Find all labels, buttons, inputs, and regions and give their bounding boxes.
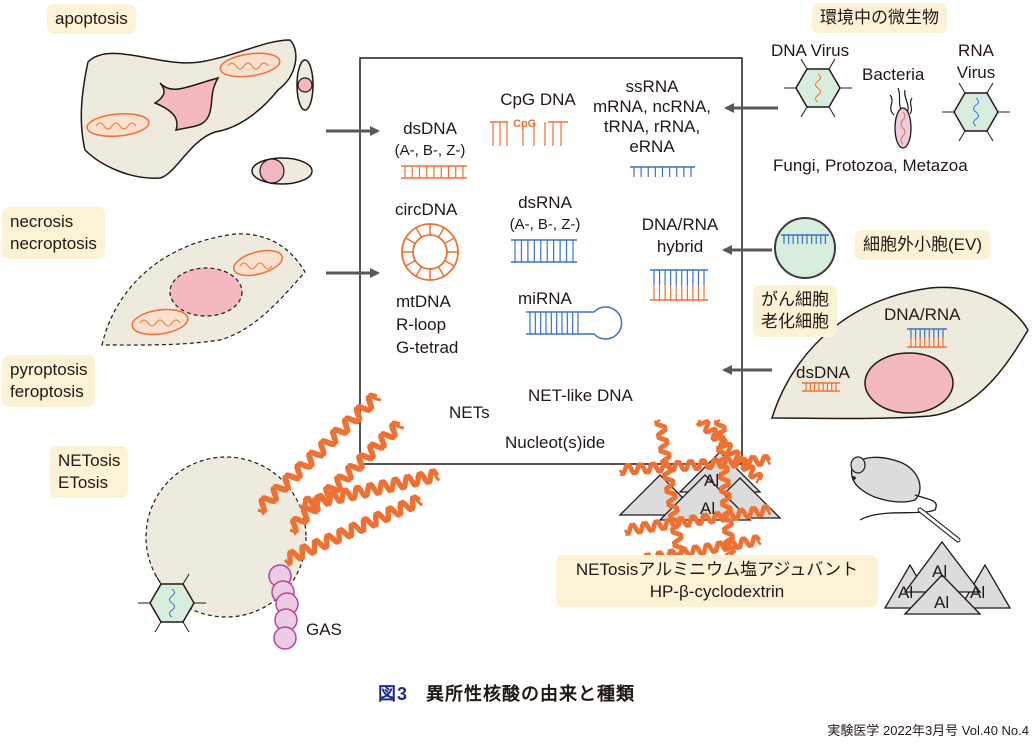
cell-dsdna-molecule: [802, 382, 840, 392]
al-label: Al: [700, 499, 716, 518]
cpg-dna-molecule: [490, 121, 568, 146]
fungi-label: Fungi, Protozoa, Metazoa: [773, 156, 968, 175]
bacteria-icon: [889, 87, 913, 149]
tag-apoptosis: apoptosis: [47, 4, 136, 34]
net-like-dna-label: NET-like DNA: [528, 386, 633, 405]
dna-helix: [653, 418, 686, 557]
tag-netosis: NETosis ETosis: [50, 446, 129, 498]
al-label: Al: [704, 471, 720, 490]
mitochondrion: [131, 308, 189, 336]
figure-number: 図3: [378, 684, 409, 704]
mirna-label: miRNA: [518, 289, 572, 308]
dna-virus-icon: [784, 58, 852, 118]
hybrid-label: DNA/RNA hybrid: [641, 215, 719, 256]
dna-helix: [283, 494, 424, 567]
arrows: [326, 103, 778, 375]
dna-virus-label: DNA Virus: [771, 41, 850, 60]
apoptotic-cell-illustration: [80, 39, 314, 185]
circdna-label: circDNA: [395, 200, 458, 219]
cell-dna-rna-molecule: [907, 328, 947, 348]
circdna-molecule: [401, 223, 459, 281]
ssrna-molecule: [630, 166, 695, 177]
central-box: [359, 57, 743, 465]
al-label: Al: [934, 593, 950, 612]
dna-helix: [713, 418, 737, 557]
cpg-dna-label: CpG DNA: [500, 90, 576, 109]
al-label: Al: [970, 583, 986, 602]
ssrna-label: ssRNA mRNA, ncRNA, tRNA, rRNA, eRNA: [592, 77, 712, 156]
dna-helix: [257, 392, 382, 516]
mitochondrion: [219, 52, 281, 78]
cell-dsdna-label: dsDNA: [796, 363, 850, 382]
tag-pyroptosis: pyroptosis feroptosis: [2, 355, 96, 407]
mitochondrion: [86, 112, 150, 138]
cpg-motif-label: CpG: [513, 118, 537, 130]
mitochondrion: [232, 249, 284, 277]
virus-icon: [138, 573, 206, 633]
dna-helix: [298, 468, 441, 513]
nucleotide-label: Nucleot(s)ide: [505, 433, 606, 452]
aluminum-adjuvant-cluster: [618, 418, 782, 567]
gas-bacteria-chain: [268, 564, 299, 650]
al-label: Al: [932, 562, 948, 581]
figure-caption: 図3 異所性核酸の由来と種類: [378, 680, 635, 706]
dna-rna-hybrid-molecule: [650, 269, 708, 301]
source-citation: 実験医学 2022年3月号 Vol.40 No.4: [827, 723, 1029, 738]
tag-environmental-microbes: 環境中の微生物: [812, 3, 947, 33]
dna-helix: [623, 504, 772, 537]
bacteria-label: Bacteria: [862, 65, 925, 84]
aluminum-pyramids: [883, 540, 1012, 615]
dsdna-molecule: [401, 165, 467, 179]
tag-necrosis: necrosis necroptosis: [2, 207, 105, 259]
nucleus: [864, 352, 954, 414]
dsrna-label: dsRNA (A-, B-, Z-): [509, 193, 581, 233]
tag-cancer-senescent-cells: がん細胞 老化細胞: [753, 285, 837, 337]
extracellular-vesicle-icon: [774, 217, 836, 279]
nets-label: NETs: [449, 403, 490, 422]
nucleus-fragmented: [153, 76, 220, 132]
nucleic-acid-molecules: [401, 121, 708, 340]
dna-helix: [695, 419, 764, 484]
rna-virus-icon: [942, 82, 1010, 142]
dna-helix: [618, 453, 772, 477]
cell-dna-rna-label: DNA/RNA: [884, 305, 961, 324]
dsrna-molecule: [511, 239, 577, 263]
dsdna-label: dsDNA (A-, B-, Z-): [394, 119, 466, 159]
dna-helix: [638, 534, 762, 567]
rna-virus-label: RNA Virus: [956, 41, 996, 82]
mtdna-label: mtDNA R-loop G-tetrad: [396, 292, 459, 357]
tag-adjuvant: NETosisアルミニウム塩アジュバント HP-β-cyclodextrin: [556, 555, 878, 607]
net-dna-helices: [257, 392, 441, 567]
figure-title: 異所性核酸の由来と種類: [426, 684, 636, 704]
mirna-molecule: [526, 306, 623, 340]
al-label: Al: [898, 583, 914, 602]
nucleus: [169, 267, 243, 317]
gas-label: GAS: [306, 620, 342, 639]
mouse-illustration: [850, 456, 961, 543]
tag-extracellular-vesicle: 細胞外小胞(EV): [855, 230, 990, 260]
necrotic-cell-illustration: [101, 233, 306, 346]
